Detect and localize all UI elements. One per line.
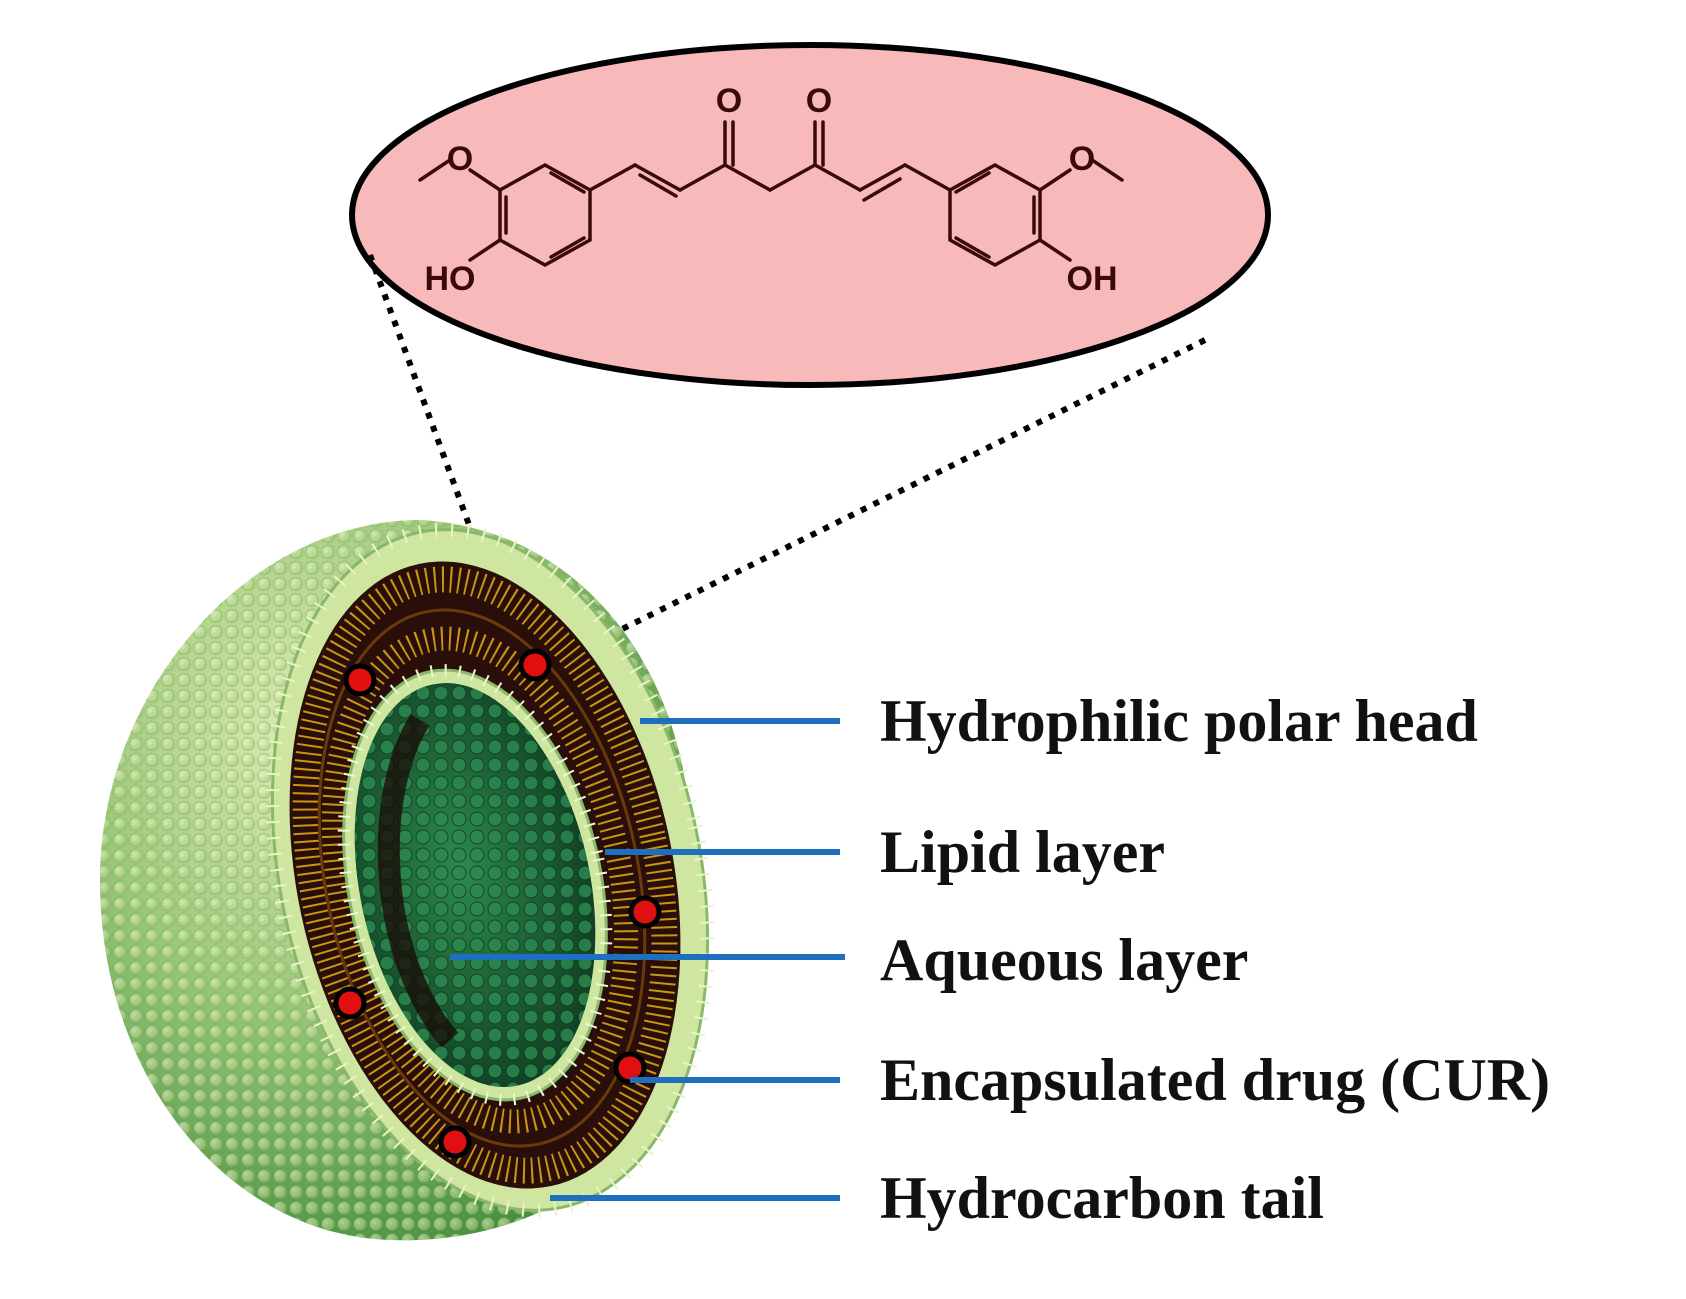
molecule-ellipse xyxy=(349,42,1271,388)
drug-particle xyxy=(518,648,552,682)
hydroxyl-right-label: OH xyxy=(1067,260,1118,298)
label-hydrophilic-polar-head: Hydrophilic polar head xyxy=(880,688,1478,754)
keto-left-label: O xyxy=(716,82,742,120)
zoom-line-right xyxy=(598,337,1207,643)
drug-particle xyxy=(628,895,662,929)
drug-particles xyxy=(333,648,662,1159)
drug-particle xyxy=(333,986,367,1020)
keto-right-label: O xyxy=(806,82,832,120)
hydroxyl-left-label: HO xyxy=(425,260,476,298)
callouts: Hydrophilic polar head Lipid layer Aqueo… xyxy=(450,688,1550,1231)
liposome xyxy=(100,520,715,1241)
molecule-panel: O O O O HO OH xyxy=(349,42,1271,388)
label-hydrocarbon-tail: Hydrocarbon tail xyxy=(880,1165,1324,1231)
methoxy-left-label: O xyxy=(447,140,473,178)
drug-particle xyxy=(438,1125,472,1159)
methoxy-right-label: O xyxy=(1069,140,1095,178)
curcumin-structure xyxy=(418,120,1124,268)
label-encapsulated-drug: Encapsulated drug (CUR) xyxy=(880,1047,1550,1113)
tail-band-outer xyxy=(292,566,678,1184)
drug-particle xyxy=(343,663,377,697)
label-lipid-layer: Lipid layer xyxy=(880,819,1165,885)
label-aqueous-layer: Aqueous layer xyxy=(880,927,1248,993)
